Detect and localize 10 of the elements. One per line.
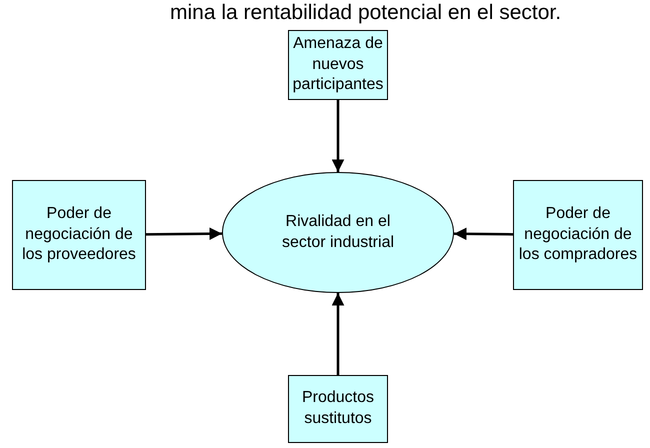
force-box: Poder de negociación de los compradores	[513, 180, 643, 290]
rivalry-ellipse: Rivalidad en el sector industrial	[222, 172, 454, 293]
arrow	[332, 100, 344, 172]
arrow	[146, 228, 222, 240]
heading-text: mina la rentabilidad potencial en el sector.	[170, 2, 562, 23]
force-box: Productos sustitutos	[288, 375, 388, 443]
force-box: Poder de negociación de los proveedores	[12, 180, 146, 290]
arrow	[332, 293, 344, 375]
arrow	[454, 228, 514, 240]
force-box: Amenaza de nuevos participantes	[288, 30, 388, 100]
